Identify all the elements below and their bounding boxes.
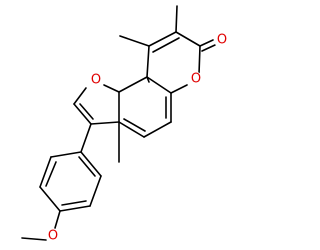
bond	[45, 161, 57, 187]
bond	[61, 200, 87, 206]
bond	[118, 121, 145, 138]
bond	[143, 121, 172, 138]
bond	[79, 103, 94, 120]
bond	[123, 118, 146, 132]
bond	[152, 37, 180, 53]
methoxy-oxygen-atom: O	[46, 229, 60, 244]
bond	[148, 31, 177, 47]
bond	[103, 84, 120, 93]
bond	[54, 210, 61, 229]
bond	[89, 175, 102, 207]
bond	[118, 76, 148, 93]
bond	[198, 45, 201, 75]
bond	[21, 237, 47, 241]
carbonyl-oxygen-atom: O	[214, 32, 230, 48]
bond	[39, 186, 61, 212]
bond	[201, 44, 216, 52]
bond	[175, 31, 201, 47]
bond	[90, 121, 120, 125]
bond	[73, 87, 87, 105]
bond	[39, 156, 52, 188]
bond	[73, 103, 92, 125]
bond	[78, 156, 96, 177]
bond	[199, 39, 214, 47]
atom-label: O	[217, 33, 227, 48]
pyranone-ring-oxygen-atom: O	[189, 72, 203, 87]
bond	[170, 84, 188, 94]
furan-oxygen-atom: O	[89, 73, 103, 88]
bond-set	[21, 5, 216, 241]
bond	[119, 35, 150, 47]
atom-label: O	[91, 73, 101, 88]
atom-label: O	[191, 72, 201, 87]
bond	[146, 76, 172, 94]
bond	[146, 76, 150, 83]
atom-labels: O O O O	[46, 32, 230, 244]
bond	[80, 123, 92, 153]
bond	[50, 151, 82, 158]
bond	[80, 151, 102, 177]
bond	[175, 5, 178, 33]
bond	[146, 45, 150, 78]
bond	[59, 205, 91, 212]
atom-label: O	[48, 229, 58, 244]
chemical-structure-diagram: O O O O	[21, 5, 230, 244]
